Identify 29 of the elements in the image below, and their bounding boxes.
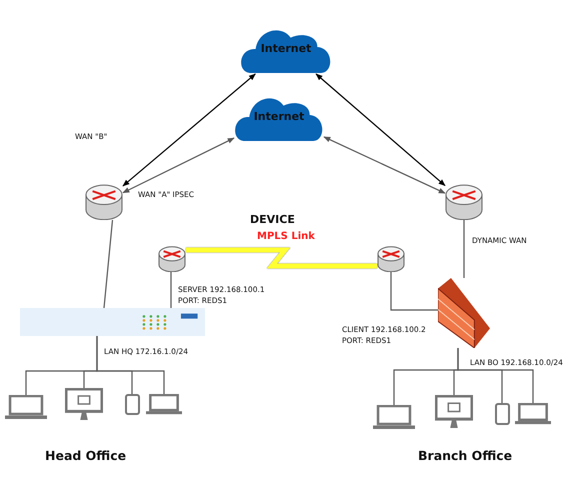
connector-line (170, 272, 172, 308)
edge-label: MPLS Link (255, 231, 317, 242)
arrow (122, 74, 256, 186)
office-title: Head Office (45, 448, 126, 463)
connector-line (103, 220, 114, 308)
connector-line (457, 348, 534, 403)
tablet-icon (495, 403, 510, 425)
desktop-computer-icon (435, 395, 473, 428)
router-icon (377, 246, 405, 272)
connector-line (96, 336, 165, 394)
router-icon (445, 184, 483, 220)
node-label: Internet (260, 42, 312, 56)
node-label: Internet (252, 110, 306, 124)
router-icon (85, 184, 123, 220)
firewall-icon (438, 278, 490, 348)
lightning-link (186, 248, 377, 268)
office-title: Branch Office (418, 448, 512, 463)
arrow (323, 136, 446, 194)
connector-line (463, 220, 465, 278)
laptop-icon (515, 403, 551, 425)
tablet-icon (125, 394, 140, 415)
firewall-appliance (20, 308, 205, 336)
section-heading: DEVICE (250, 213, 295, 226)
laptop-icon (146, 394, 182, 415)
arrow (122, 138, 235, 194)
arrow (316, 74, 446, 186)
router-icon (158, 246, 186, 272)
desktop-computer-icon (65, 388, 103, 420)
connector-line (390, 272, 438, 311)
